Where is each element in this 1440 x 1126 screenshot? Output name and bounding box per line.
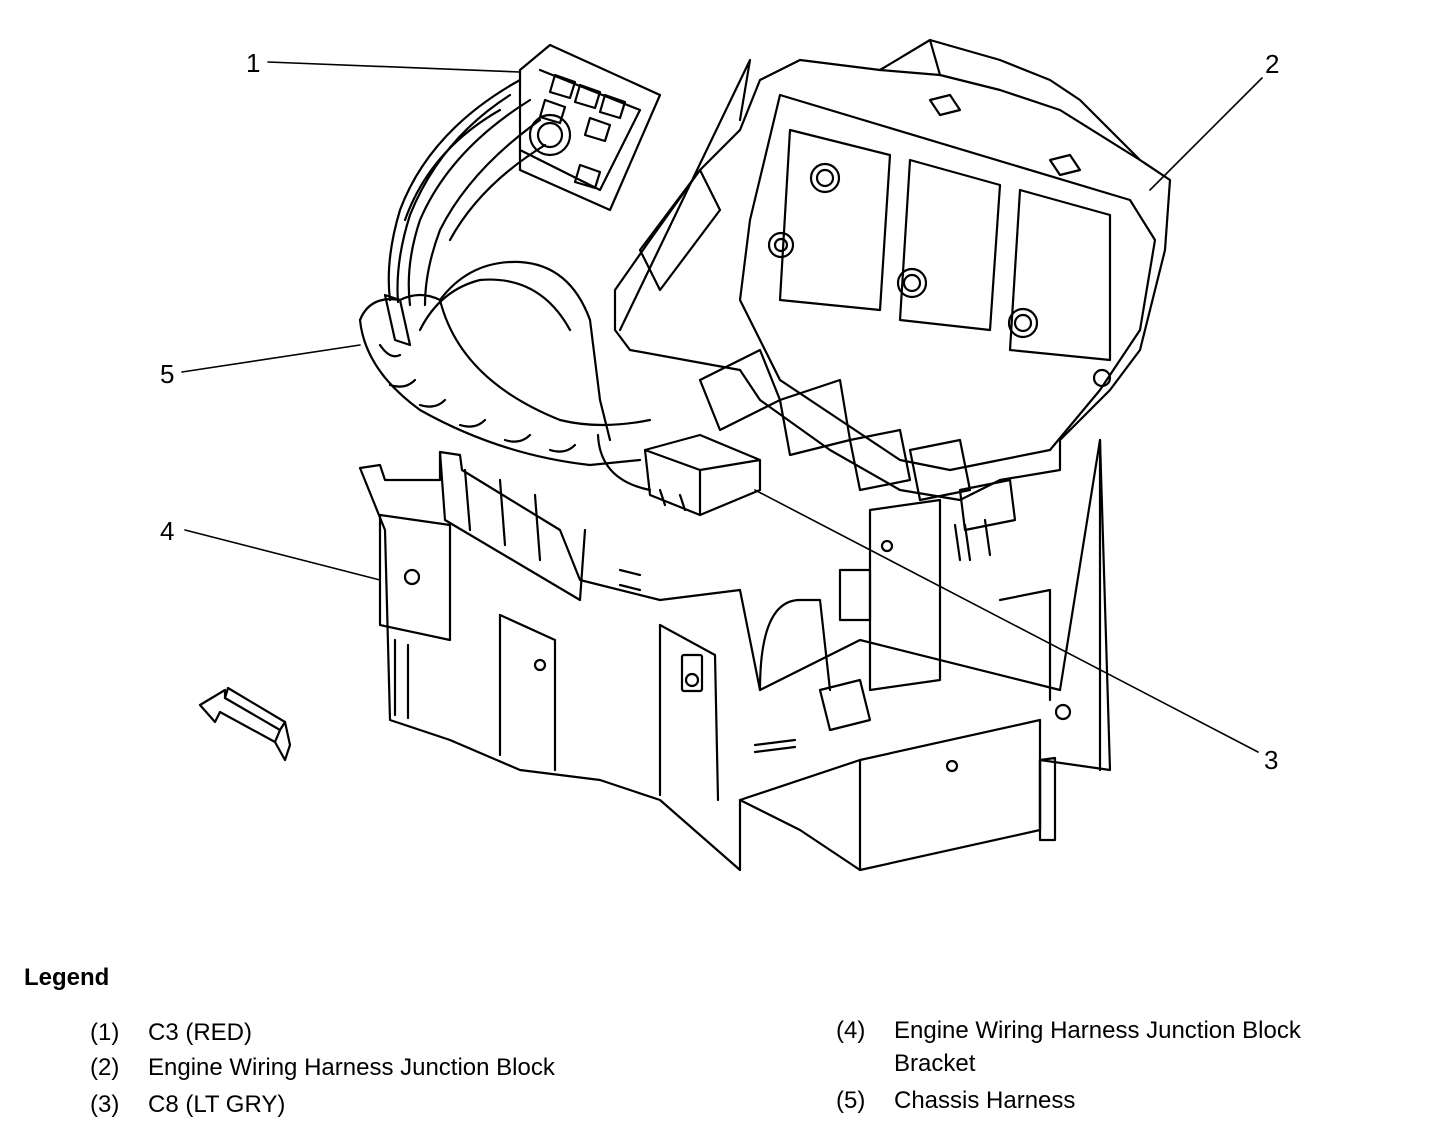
legend-number: (4)	[836, 1017, 866, 1044]
legend-item-4: (4) Engine Wiring Harness Junction Block…	[836, 1014, 1396, 1080]
legend-text: Engine Wiring Harness Junction Block Bra…	[894, 1017, 1301, 1077]
legend-number: (1)	[90, 1019, 120, 1046]
connector-c3	[518, 43, 662, 212]
callout-leaders	[181, 61, 1263, 753]
callout-5: 5	[160, 359, 174, 389]
legend-number: (2)	[90, 1054, 120, 1081]
leader-3	[754, 489, 1259, 753]
chassis-harness	[358, 78, 652, 492]
connector-c8	[643, 433, 762, 517]
legend-text: C3 (RED)	[148, 1019, 253, 1046]
leader-4	[184, 529, 381, 581]
legend-text: Chassis Harness	[894, 1087, 1076, 1114]
legend-item-5: (5) Chassis Harness	[836, 1084, 1075, 1117]
legend-item-1: (1) C3 (RED)	[90, 1016, 252, 1049]
callout-4: 4	[160, 516, 174, 546]
legend-text: Engine Wiring Harness Junction Block	[148, 1054, 555, 1081]
leader-5	[181, 344, 361, 373]
legend-number: (3)	[90, 1091, 120, 1118]
direction-arrow-icon	[198, 686, 292, 762]
junction-block	[613, 38, 1172, 562]
legend-item-2: (2) Engine Wiring Harness Junction Block	[90, 1051, 555, 1084]
legend-item-3: (3) C8 (LT GRY)	[90, 1088, 285, 1121]
leader-2	[1149, 77, 1263, 191]
legend-text: C8 (LT GRY)	[148, 1091, 286, 1118]
legend-number: (5)	[836, 1087, 866, 1114]
legend-title: Legend	[24, 964, 110, 991]
junction-block-bracket	[358, 438, 1112, 872]
callout-1: 1	[246, 48, 260, 78]
callout-3: 3	[1264, 745, 1278, 775]
leader-1	[267, 61, 521, 73]
callout-2: 2	[1265, 49, 1279, 79]
junction-block-diagram: 1 2 3 4 5	[160, 38, 1279, 872]
